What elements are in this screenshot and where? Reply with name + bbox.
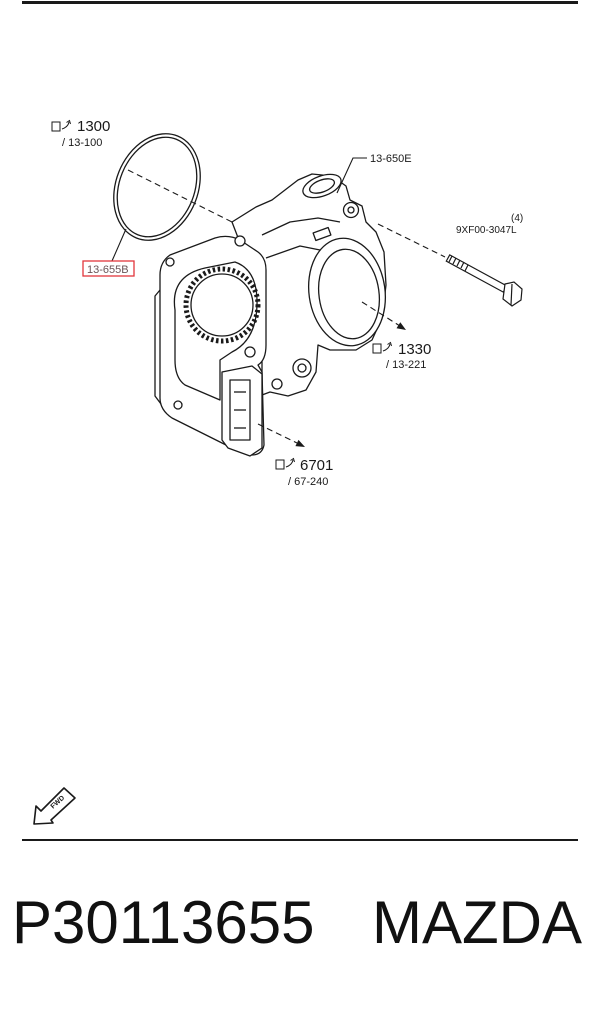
ref-1330-arrow-line [361,301,401,327]
ref-1330-page: / 13-221 [386,359,426,371]
throttle-body-part-label: 13-650E [370,153,412,165]
ref-1300-page: / 13-100 [62,137,102,149]
footer-brand: MAZDA [372,889,582,956]
gasket-highlight-box [82,260,135,277]
ref-6701-page: / 67-240 [288,476,328,488]
footer-part-number: P30113655 [12,889,315,956]
throttle-body-diagram: 1300 / 13-100 13-655B 13-650E [33,118,523,825]
ref-1330-number: 1330 [398,341,431,358]
ref-6701-arrow-line [257,423,298,444]
throttle-body [154,173,387,457]
reference-icon [51,120,71,132]
gasket-part-label: 13-655B [87,264,129,276]
gasket-ring [113,133,201,241]
reference-icon [372,342,392,354]
fwd-arrow-icon: FWD [33,787,76,825]
bolt [445,254,523,307]
top-divider [22,1,578,4]
ref-6701-arrowhead [295,439,305,447]
bolt-part-label: 9XF00-3047L [456,225,517,236]
gasket-axis-line [127,169,233,223]
gasket-leader-line [111,228,127,262]
ref-1330-arrowhead [396,322,406,330]
ref-1300-number: 1300 [77,118,110,135]
reference-icon [275,458,295,470]
bottom-divider [22,839,578,841]
bolt-quantity: (4) [511,213,523,224]
bolt-axis-line [377,223,446,258]
ref-6701-number: 6701 [300,457,333,474]
throttle-body-leader-line [336,157,367,194]
